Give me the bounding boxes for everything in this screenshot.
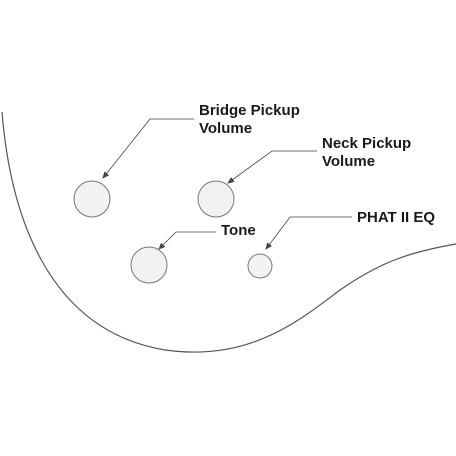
phat-eq-label: PHAT II EQ — [357, 209, 436, 226]
guitar-body-outline — [1, 111, 456, 353]
neck-volume-leader — [227, 150, 317, 184]
tone-leader — [158, 231, 216, 250]
neck-pickup-volume-label: Neck Pickup Volume — [322, 135, 411, 171]
bridge-pickup-volume-label: Bridge Pickup Volume — [199, 102, 300, 138]
tone-label: Tone — [221, 222, 256, 239]
neck-pickup-volume-label-line2: Volume — [322, 153, 376, 170]
phat-eq-leader — [265, 216, 352, 250]
tone-knob — [130, 246, 168, 284]
bridge-pickup-volume-label-line2: Volume — [199, 120, 253, 137]
neck-pickup-volume-label-line1: Neck Pickup — [322, 135, 412, 152]
neck-volume-knob — [197, 180, 235, 218]
bridge-volume-knob — [73, 180, 111, 218]
phat-eq-knob — [247, 253, 273, 279]
bridge-pickup-volume-label-line1: Bridge Pickup — [199, 102, 300, 119]
bridge-volume-leader — [102, 118, 194, 179]
